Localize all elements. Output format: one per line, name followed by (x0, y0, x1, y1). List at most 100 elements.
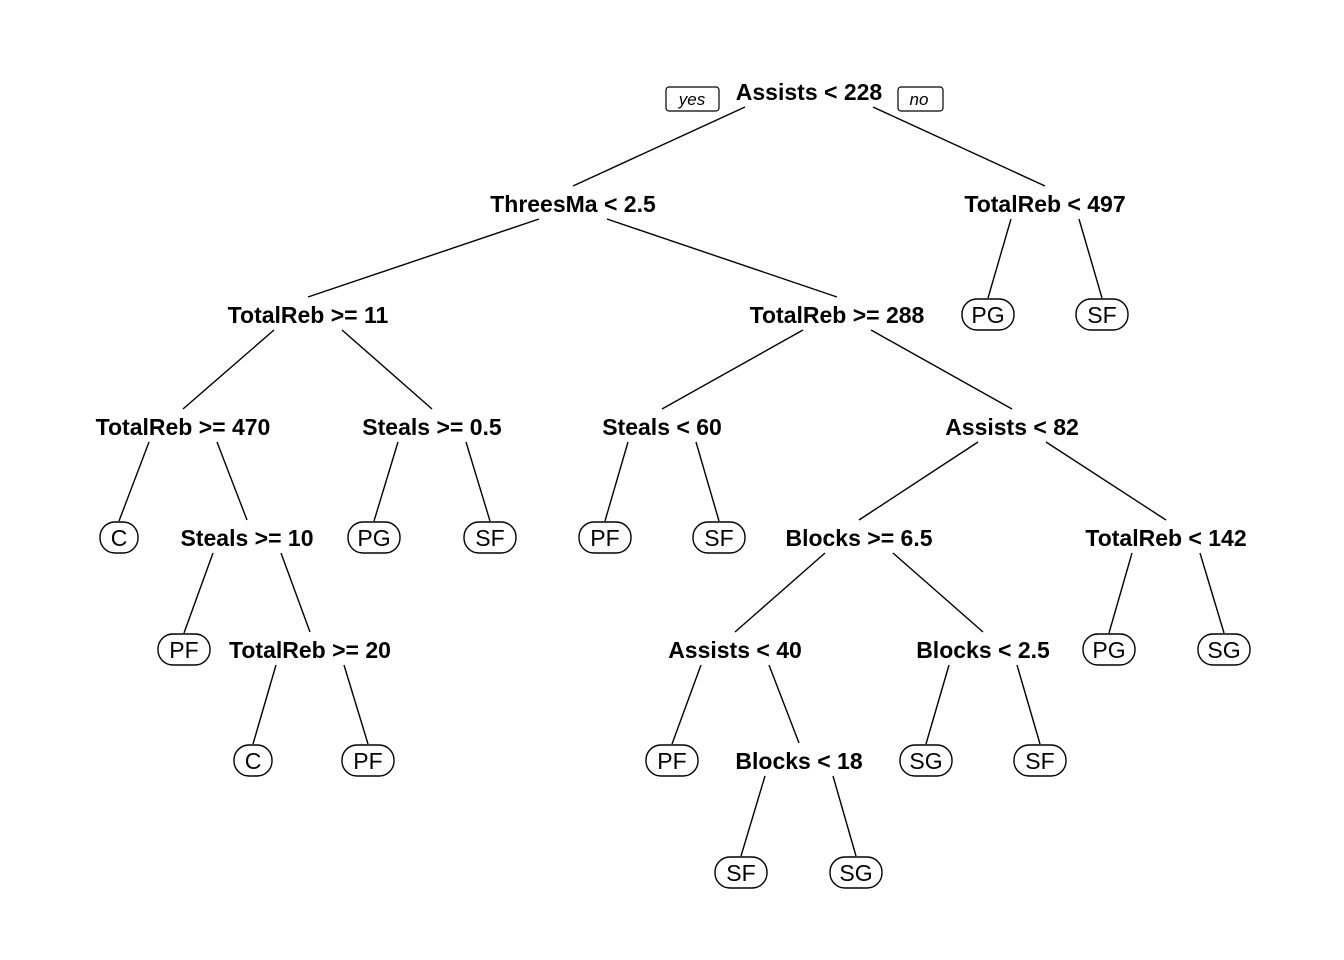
leaf-label: SF (726, 860, 755, 886)
tree-edge (832, 775, 857, 857)
tree-edge (987, 218, 1012, 299)
tree-edge (343, 664, 369, 745)
split-label: Steals >= 0.5 (362, 414, 502, 440)
tree-edge (182, 329, 275, 410)
split-node-steals-10: Steals >= 10 (181, 525, 314, 551)
leaf-label: C (111, 525, 128, 551)
tree-edge (1016, 664, 1041, 745)
split-node-totalreb-20: TotalReb >= 20 (229, 637, 391, 663)
tree-edge (892, 552, 984, 633)
split-label: Blocks < 2.5 (916, 637, 1050, 663)
leaf-box (463, 521, 517, 554)
split-label: Blocks >= 6.5 (785, 525, 932, 551)
leaf-label: SF (1087, 302, 1116, 328)
split-label: Assists < 82 (945, 414, 1079, 440)
leaf-label: PG (971, 302, 1004, 328)
yes-label: yes (678, 90, 706, 109)
split-node-totalreb-11: TotalReb >= 11 (228, 302, 389, 328)
tree-edge (1045, 441, 1167, 521)
tree-edge (280, 552, 311, 633)
leaf-box (578, 521, 632, 554)
leaf-node-sf: SF (1075, 298, 1129, 331)
split-node-totalreb-497: TotalReb < 497 (964, 191, 1125, 217)
split-node-assists-82: Assists < 82 (945, 414, 1079, 440)
tree-edge (572, 106, 746, 187)
tree-edge (870, 329, 1013, 410)
tree-edge (872, 106, 1046, 187)
tree-edge (341, 329, 433, 410)
split-node-threesma-2-5: ThreesMa < 2.5 (490, 191, 656, 217)
tree-edge (925, 664, 950, 745)
leaf-box (1075, 298, 1129, 331)
split-label: TotalReb >= 11 (228, 302, 389, 328)
leaf-node-sf: SF (714, 856, 768, 889)
tree-edge (734, 552, 826, 633)
tree-edge (1199, 552, 1225, 634)
tree-edge (661, 329, 804, 410)
leaf-box (961, 298, 1015, 331)
leaf-node-pg: PG (961, 298, 1015, 331)
leaf-node-sf: SF (463, 521, 517, 554)
split-label: Steals >= 10 (181, 525, 314, 551)
leaf-label: PG (1092, 637, 1125, 663)
split-node-blocks-18: Blocks < 18 (735, 748, 862, 774)
tree-edge (768, 664, 800, 744)
leaf-node-c: C (233, 744, 273, 777)
leaf-node-sg: SG (899, 744, 953, 777)
leaf-label: PF (353, 748, 382, 774)
split-node-totalreb-288: TotalReb >= 288 (750, 302, 925, 328)
leaf-label: SG (839, 860, 872, 886)
tree-edge (671, 664, 702, 745)
tree-edge (252, 664, 277, 745)
split-label: Steals < 60 (602, 414, 722, 440)
leaf-label: SF (475, 525, 504, 551)
split-label: ThreesMa < 2.5 (490, 191, 656, 217)
split-label: Assists < 228 (736, 79, 883, 105)
leaf-node-sf: SF (692, 521, 746, 554)
leaf-node-pf: PF (645, 744, 699, 777)
leaf-node-sg: SG (829, 856, 883, 889)
leaf-node-pf: PF (341, 744, 395, 777)
split-node-steals-60: Steals < 60 (602, 414, 722, 440)
leaf-node-pg: PG (347, 521, 401, 554)
no-label: no (910, 90, 929, 109)
leaf-box (714, 856, 768, 889)
leaf-box (645, 744, 699, 777)
split-label: TotalReb < 497 (964, 191, 1125, 217)
tree-edge (183, 552, 214, 634)
tree-edge (307, 218, 540, 298)
split-label: TotalReb >= 288 (750, 302, 925, 328)
split-node-assists-40: Assists < 40 (668, 637, 802, 663)
leaf-node-sg: SG (1197, 633, 1251, 666)
split-node-totalreb-470: TotalReb >= 470 (96, 414, 271, 440)
split-node-blocks-6-5: Blocks >= 6.5 (785, 525, 932, 551)
leaf-box (899, 744, 953, 777)
tree-edge (1078, 218, 1103, 299)
leaf-box (341, 744, 395, 777)
leaf-box (99, 521, 139, 554)
leaf-box (157, 633, 211, 666)
split-label: TotalReb >= 470 (96, 414, 271, 440)
leaf-label: PF (657, 748, 686, 774)
split-label: TotalReb >= 20 (229, 637, 391, 663)
leaf-box (692, 521, 746, 554)
split-label: TotalReb < 142 (1085, 525, 1246, 551)
leaf-box (1082, 633, 1136, 666)
leaf-box (1197, 633, 1251, 666)
leaf-node-sf: SF (1013, 744, 1067, 777)
leaf-node-pg: PG (1082, 633, 1136, 666)
leaf-label: PF (590, 525, 619, 551)
split-label: Assists < 40 (668, 637, 802, 663)
split-node-totalreb-142: TotalReb < 142 (1085, 525, 1246, 551)
yes-box (665, 86, 720, 112)
tree-edge (858, 441, 979, 521)
tree-edge (740, 775, 766, 857)
leaf-label: SF (704, 525, 733, 551)
tree-edge (373, 441, 399, 522)
split-label: Blocks < 18 (735, 748, 862, 774)
split-node-assists-228: Assists < 228 (736, 79, 883, 105)
leaf-label: SG (1207, 637, 1240, 663)
tree-edge (1108, 552, 1133, 634)
leaf-box (829, 856, 883, 889)
